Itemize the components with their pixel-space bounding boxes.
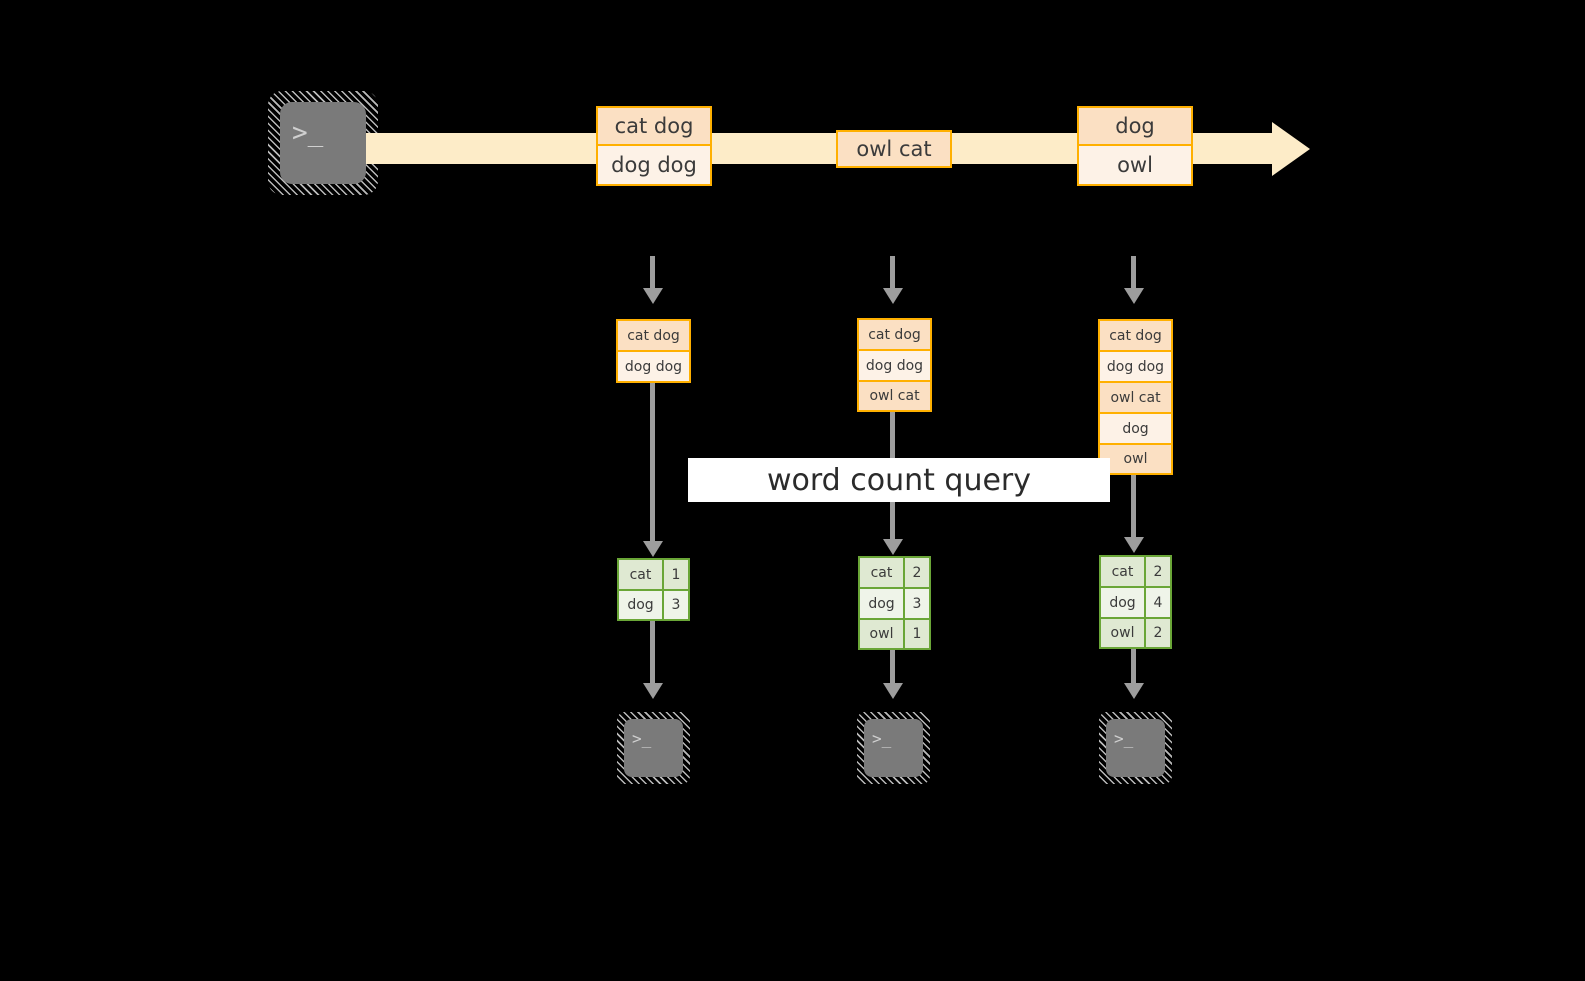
timeline-event-1-row-2: dog dog — [598, 146, 710, 184]
table-row: owl 1 — [860, 620, 929, 648]
snapshot-3-dashed-connector — [1131, 256, 1136, 288]
snapshot-1-sink-terminal-icon: >_ — [624, 719, 683, 777]
snapshot-1-stream-box: cat dog dog dog — [616, 319, 691, 383]
snapshot-1-query-connector — [650, 383, 655, 541]
snapshot-3-result-table: cat 2 dog 4 owl 2 — [1099, 555, 1172, 649]
table-row: dog 4 — [1101, 588, 1170, 619]
terminal-prompt-glyph: >_ — [632, 729, 652, 748]
snapshot-3-query-arrowhead — [1124, 537, 1144, 553]
table-row: dog 3 — [619, 591, 688, 619]
snapshot-1-result-word-2: dog — [619, 591, 664, 619]
snapshot-3-stream-row-4: dog — [1100, 414, 1171, 445]
timeline-event-1-row-1: cat dog — [598, 108, 710, 146]
snapshot-1-result-count-1: 1 — [664, 560, 688, 589]
snapshot-2-query-arrowhead — [883, 539, 903, 555]
snapshot-1-sink-arrowhead — [643, 683, 663, 699]
snapshot-3-sink-terminal-icon: >_ — [1106, 719, 1165, 777]
snapshot-1-result-count-2: 3 — [664, 591, 688, 619]
timeline-event-2: owl cat — [836, 130, 952, 168]
snapshot-3-stream-box: cat dog dog dog owl cat dog owl — [1098, 319, 1173, 475]
snapshot-1-result-word-1: cat — [619, 560, 664, 589]
snapshot-2-result-word-1: cat — [860, 558, 905, 587]
snapshot-2-result-count-3: 1 — [905, 620, 929, 648]
snapshot-2-result-count-1: 2 — [905, 558, 929, 587]
source-terminal-icon: >_ — [280, 102, 366, 184]
snapshot-2-sink-arrowhead — [883, 683, 903, 699]
snapshot-2-stream-row-1: cat dog — [859, 320, 930, 351]
snapshot-1-result-table: cat 1 dog 3 — [617, 558, 690, 621]
timeline-event-3-row-1: dog — [1079, 108, 1191, 146]
snapshot-1-query-arrowhead — [643, 541, 663, 557]
snapshot-2-sink-connector — [890, 650, 895, 683]
snapshot-2-sink-terminal-icon: >_ — [864, 719, 923, 777]
snapshot-3-result-word-3: owl — [1101, 619, 1146, 647]
terminal-prompt-glyph: >_ — [1114, 729, 1134, 748]
snapshot-2-result-word-2: dog — [860, 589, 905, 618]
timeline-event-3-row-2: owl — [1079, 146, 1191, 184]
timeline-event-3: dog owl — [1077, 106, 1193, 186]
snapshot-1-dashed-arrowhead — [643, 288, 663, 304]
snapshot-2-stream-box: cat dog dog dog owl cat — [857, 318, 932, 412]
snapshot-3-sink-arrowhead — [1124, 683, 1144, 699]
snapshot-2-stream-row-3: owl cat — [859, 382, 930, 410]
terminal-prompt-glyph: >_ — [292, 118, 324, 148]
snapshot-2-result-count-2: 3 — [905, 589, 929, 618]
snapshot-3-result-count-2: 4 — [1146, 588, 1170, 617]
snapshot-1-dashed-connector — [650, 256, 655, 288]
snapshot-3-sink-connector — [1131, 649, 1136, 683]
stream-timeline-arrowhead — [1272, 122, 1310, 176]
snapshot-3-stream-row-3: owl cat — [1100, 383, 1171, 414]
snapshot-2-result-word-3: owl — [860, 620, 905, 648]
table-row: cat 2 — [1101, 557, 1170, 588]
snapshot-3-stream-row-2: dog dog — [1100, 352, 1171, 383]
timeline-event-2-row-1: owl cat — [838, 132, 950, 166]
snapshot-3-stream-row-1: cat dog — [1100, 321, 1171, 352]
snapshot-2-result-table: cat 2 dog 3 owl 1 — [858, 556, 931, 650]
timeline-event-1: cat dog dog dog — [596, 106, 712, 186]
table-row: cat 1 — [619, 560, 688, 591]
snapshot-2-stream-row-2: dog dog — [859, 351, 930, 382]
snapshot-1-sink-connector — [650, 621, 655, 683]
table-row: cat 2 — [860, 558, 929, 589]
table-row: dog 3 — [860, 589, 929, 620]
snapshot-2-dashed-arrowhead — [883, 288, 903, 304]
snapshot-3-stream-row-5: owl — [1100, 445, 1171, 473]
snapshot-1-stream-row-2: dog dog — [618, 352, 689, 381]
snapshot-3-dashed-arrowhead — [1124, 288, 1144, 304]
snapshot-3-query-connector — [1131, 475, 1136, 537]
snapshot-1-stream-row-1: cat dog — [618, 321, 689, 352]
snapshot-3-result-count-3: 2 — [1146, 619, 1170, 647]
terminal-prompt-glyph: >_ — [872, 729, 892, 748]
snapshot-3-result-word-1: cat — [1101, 557, 1146, 586]
table-row: owl 2 — [1101, 619, 1170, 647]
query-label: word count query — [688, 458, 1110, 502]
snapshot-3-result-count-1: 2 — [1146, 557, 1170, 586]
snapshot-2-dashed-connector — [890, 256, 895, 288]
snapshot-3-result-word-2: dog — [1101, 588, 1146, 617]
